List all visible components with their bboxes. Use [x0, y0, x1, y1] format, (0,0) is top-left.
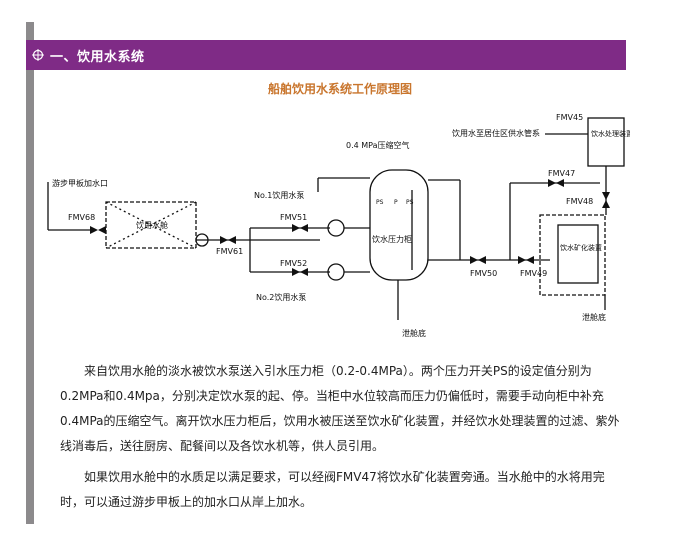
label-fmv51: FMV51	[280, 213, 307, 222]
paragraph-2: 如果饮用水舱中的水质足以满足要求，可以经阀FMV47将饮水矿化装置旁通。当水舱中…	[60, 470, 605, 509]
section-header: 一、饮用水系统	[26, 40, 626, 70]
label-tank: 饮用水舱	[136, 220, 168, 230]
label-fmv50: FMV50	[470, 269, 497, 278]
target-bullet-icon	[26, 49, 50, 61]
label-ps2: P	[394, 199, 398, 206]
section-title: 一、饮用水系统	[50, 49, 145, 65]
label-pump1: No.1饮用水泵	[254, 190, 304, 200]
label-treatment: 饮水处理装置	[591, 129, 630, 138]
label-pump2: No.2饮用水泵	[256, 292, 306, 302]
label-drain2: 泄舱底	[582, 312, 606, 322]
left-accent-bar	[26, 22, 34, 524]
label-supply: 饮用水至居住区供水管系	[452, 128, 540, 138]
label-pressure-tank: 饮水压力柜	[372, 234, 412, 244]
label-fmv61: FMV61	[216, 247, 243, 256]
label-ps3: PS	[406, 199, 414, 206]
label-air: 0.4 MPa压缩空气	[346, 140, 410, 150]
paragraph-1: 来自饮用水舱的淡水被饮水泵送入引水压力柜（0.2-0.4MPa）。两个压力开关P…	[60, 364, 620, 453]
label-fmv49: FMV49	[520, 269, 547, 278]
label-fmv45: FMV45	[556, 113, 583, 122]
label-fmv48: FMV48	[566, 197, 593, 206]
label-fmv68: FMV68	[68, 213, 95, 222]
water-system-diagram: 游步甲板加水口 FMV68 饮用水舱 FMV61 FMV51 FMV52 No.…	[47, 113, 630, 338]
label-mineral: 饮水矿化装置	[560, 243, 602, 252]
label-ps1: PS	[376, 199, 384, 206]
diagram-title: 船舶饮用水系统工作原理图	[267, 82, 412, 96]
label-drain1: 泄舱底	[402, 328, 426, 338]
label-deck-inlet: 游步甲板加水口	[52, 178, 108, 188]
label-fmv47: FMV47	[548, 169, 575, 178]
label-fmv52: FMV52	[280, 259, 307, 268]
